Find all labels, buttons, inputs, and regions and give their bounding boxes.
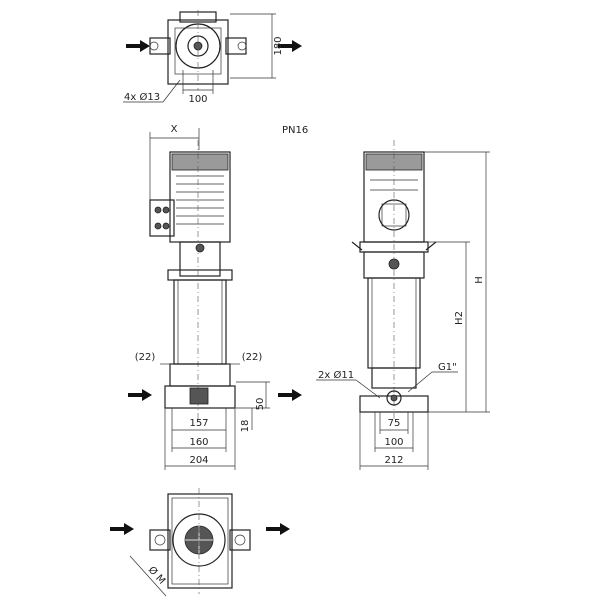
front-view: PN16 X (22) xyxy=(128,124,308,470)
bottom-view: Ø M xyxy=(110,488,290,597)
height-18-label: 18 xyxy=(240,420,251,433)
width-75-label: 75 xyxy=(388,418,401,429)
thread-label: G1" xyxy=(438,362,457,373)
bottom-outlet-arrow-icon xyxy=(266,523,290,535)
top-holes-label: 4x Ø13 xyxy=(124,91,160,103)
top-width-label: 100 xyxy=(188,94,207,105)
bottom-inlet-arrow-icon xyxy=(110,523,134,535)
diameter-m-label: Ø M xyxy=(146,564,168,587)
right-gap-label: (22) xyxy=(242,352,263,363)
outlet-arrow-icon xyxy=(278,40,302,52)
top-height-label: 180 xyxy=(273,36,284,55)
pressure-rating-label: PN16 xyxy=(282,125,308,136)
side-holes-label: 2x Ø11 xyxy=(318,369,354,381)
width-204-label: 204 xyxy=(189,455,208,466)
width-212-label: 212 xyxy=(384,455,403,466)
x-dimension-label: X xyxy=(171,124,178,135)
front-inlet-arrow-icon xyxy=(128,389,152,401)
h2-label: H2 xyxy=(454,311,465,325)
height-50-label: 50 xyxy=(255,398,266,411)
width-100-label: 100 xyxy=(384,437,403,448)
left-gap-label: (22) xyxy=(135,352,156,363)
width-160-label: 160 xyxy=(189,437,208,448)
h-label: H xyxy=(474,276,485,284)
side-view: 2x Ø11 G1" 75 100 212 H2 H xyxy=(316,140,490,470)
inlet-arrow-icon xyxy=(126,40,150,52)
top-view: 180 100 4x Ø13 xyxy=(123,10,302,105)
width-157-label: 157 xyxy=(189,418,208,429)
front-outlet-arrow-icon xyxy=(278,389,302,401)
